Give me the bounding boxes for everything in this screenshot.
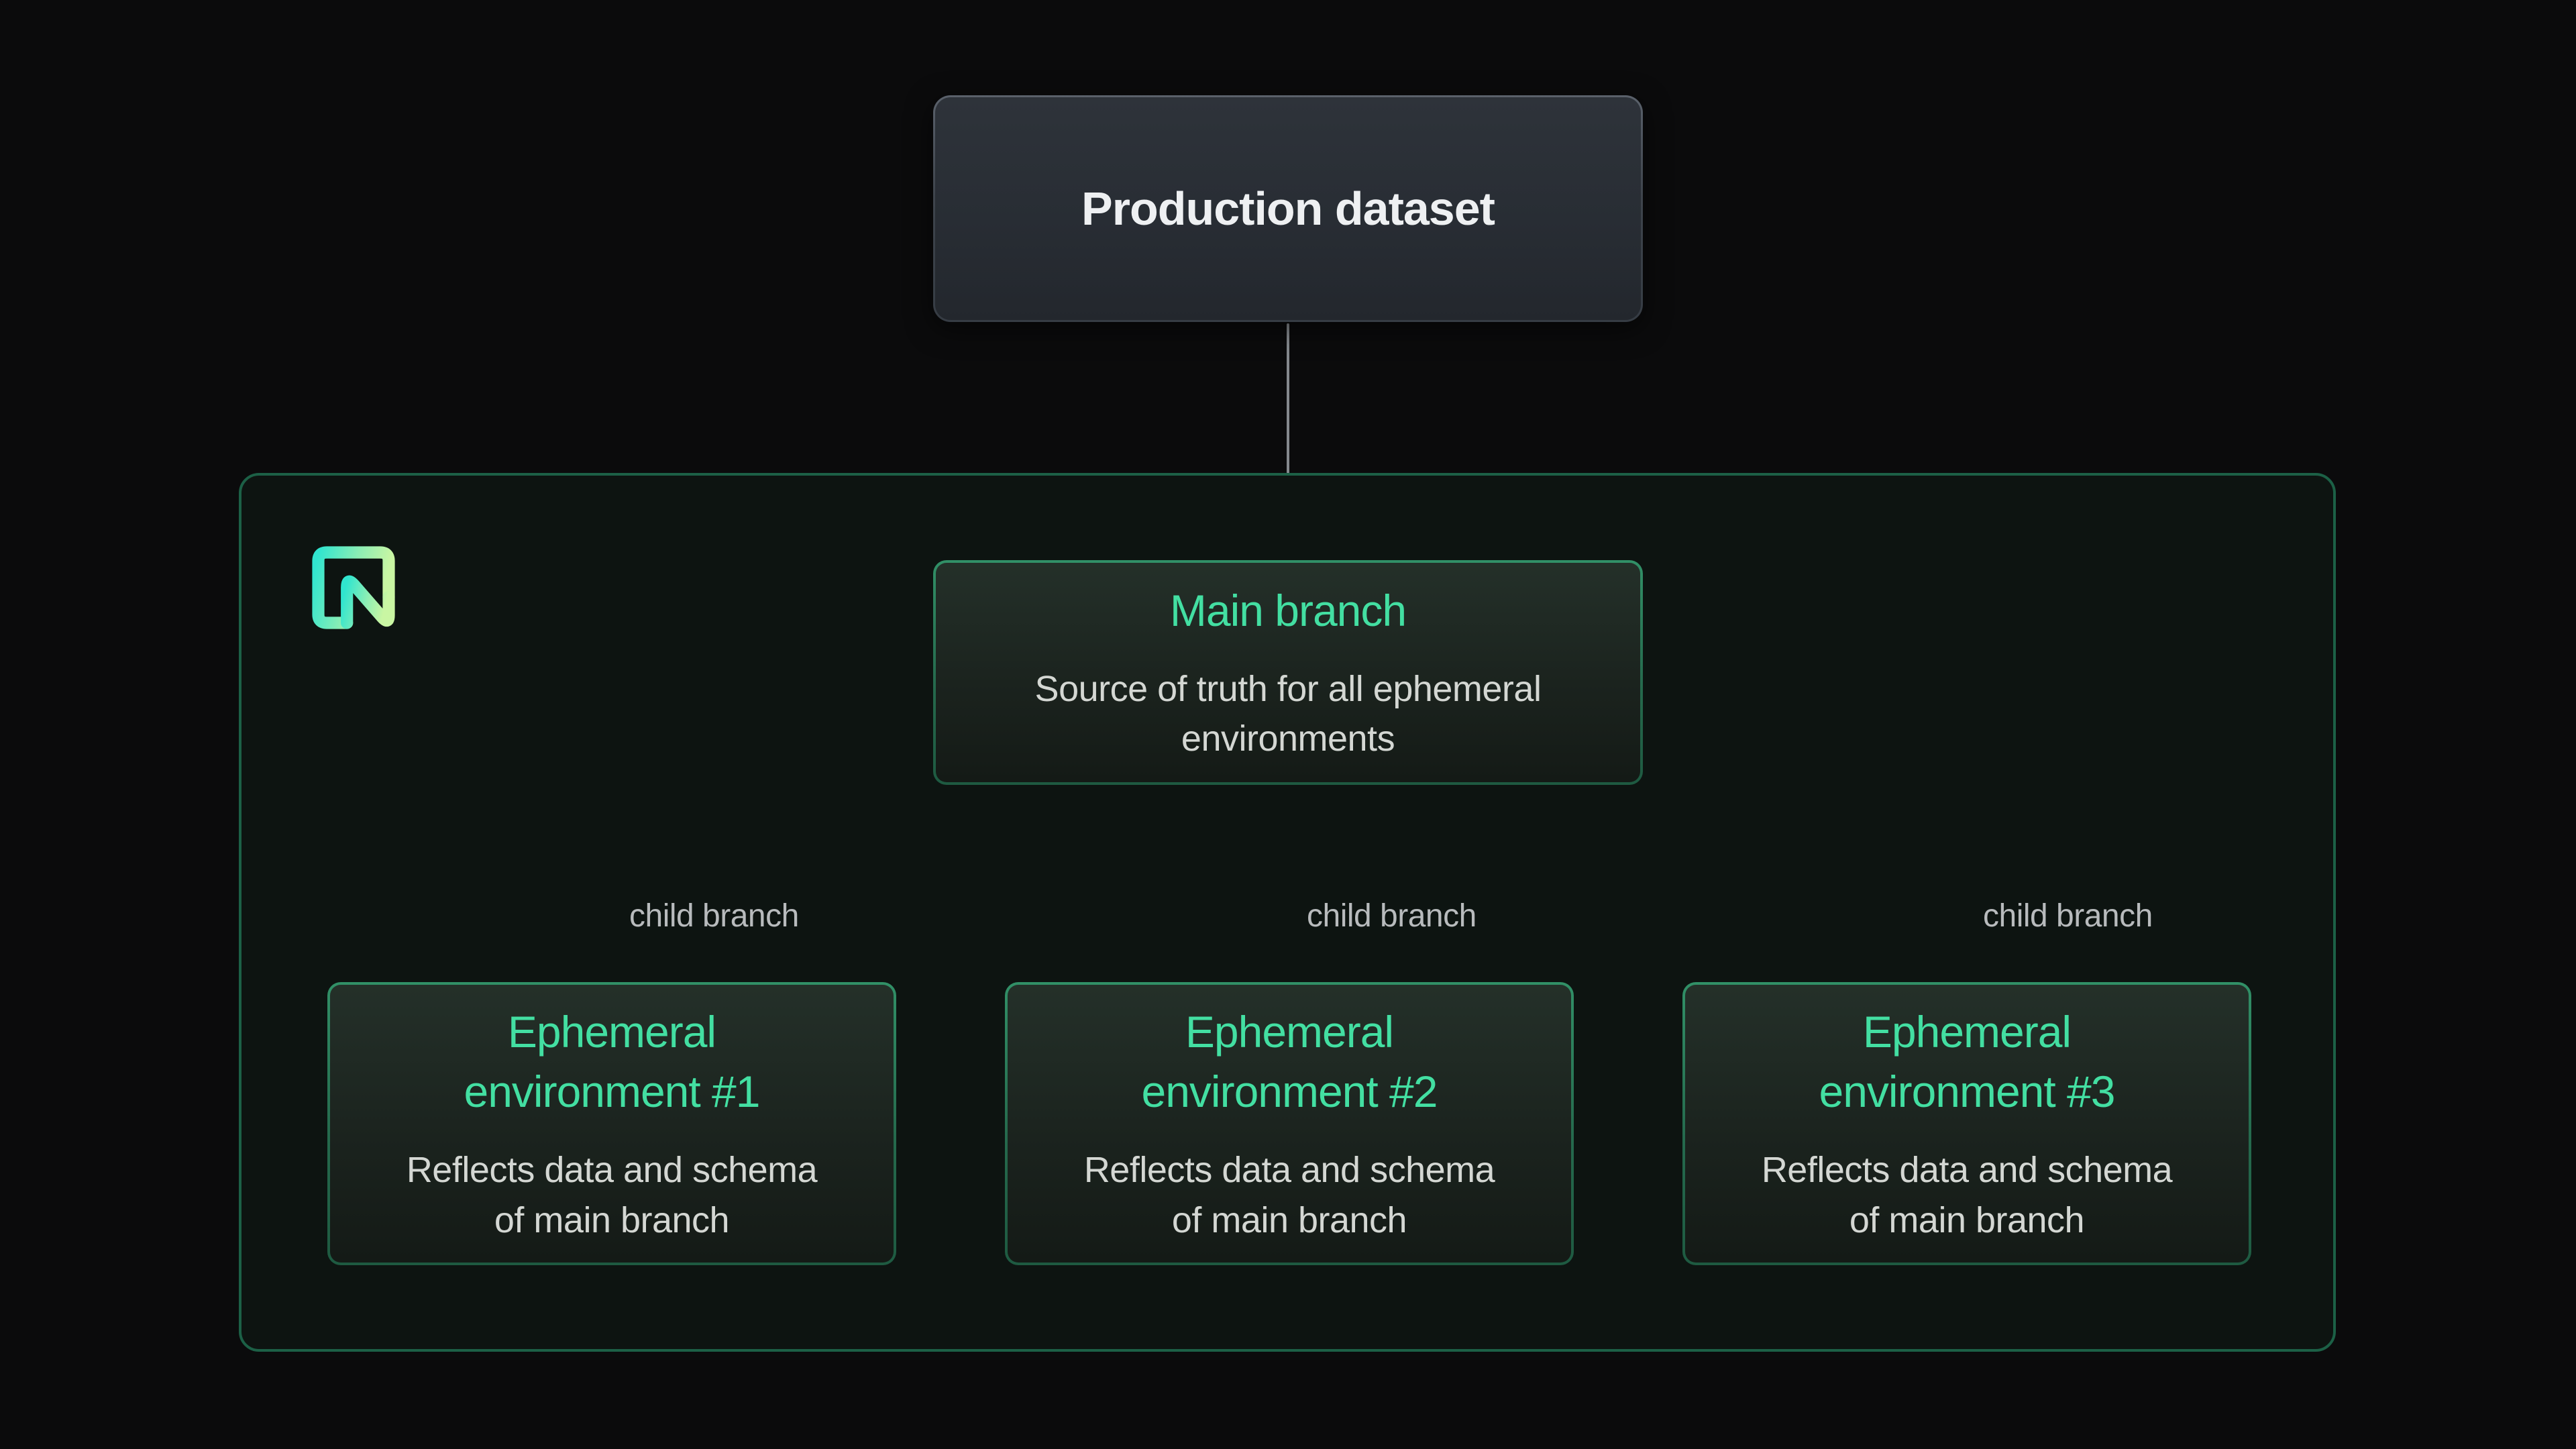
main-branch-title: Main branch [1169,586,1407,636]
description-line: of main branch [1849,1199,2085,1240]
description-line: Reflects data and schema [406,1150,818,1191]
ephemeral-environment-1-description: Reflects data and schema of main branch [406,1145,818,1245]
description-line: of main branch [1171,1199,1407,1240]
ephemeral-environment-2-title: Ephemeral environment #2 [1142,1002,1438,1123]
title-line: Ephemeral [507,1006,716,1057]
ephemeral-environment-2-description: Reflects data and schema of main branch [1084,1145,1495,1245]
production-dataset-label: Production dataset [1081,182,1495,235]
production-dataset-node-body: Production dataset [935,97,1641,320]
edge-label-child-branch-2: child branch [1307,898,1477,934]
ephemeral-environment-3-body: Ephemeral environment #3 Reflects data a… [1685,985,2249,1263]
ephemeral-environment-3-node: Ephemeral environment #3 Reflects data a… [1682,982,2251,1265]
main-branch-description-line: environments [1181,718,1395,759]
main-branch-node-body: Main branch Source of truth for all ephe… [936,563,1640,782]
production-dataset-node: Production dataset [933,95,1643,322]
ephemeral-environment-1-title: Ephemeral environment #1 [464,1002,761,1123]
ephemeral-environment-2-node: Ephemeral environment #2 Reflects data a… [1005,982,1574,1265]
main-branch-description-line: Source of truth for all ephemeral [1034,668,1542,709]
main-branch-node: Main branch Source of truth for all ephe… [933,560,1643,785]
title-line: environment #1 [464,1067,761,1117]
edge-label-child-branch-3: child branch [1983,898,2153,934]
title-line: Ephemeral [1185,1006,1394,1057]
edge-label-child-branch-1: child branch [629,898,799,934]
ephemeral-environment-3-description: Reflects data and schema of main branch [1761,1145,2173,1245]
description-line: Reflects data and schema [1083,1150,1495,1191]
main-branch-description: Source of truth for all ephemeral enviro… [1035,664,1542,764]
neon-logo-icon [312,546,395,629]
ephemeral-environment-1-node: Ephemeral environment #1 Reflects data a… [327,982,896,1265]
ephemeral-environment-1-body: Ephemeral environment #1 Reflects data a… [330,985,894,1263]
ephemeral-environment-2-body: Ephemeral environment #2 Reflects data a… [1008,985,1571,1263]
title-line: Ephemeral [1862,1006,2072,1057]
ephemeral-environment-3-title: Ephemeral environment #3 [1819,1002,2116,1123]
title-line: environment #3 [1819,1067,2116,1117]
title-line: environment #2 [1141,1067,1438,1117]
description-line: Reflects data and schema [1761,1150,2173,1191]
description-line: of main branch [494,1199,730,1240]
